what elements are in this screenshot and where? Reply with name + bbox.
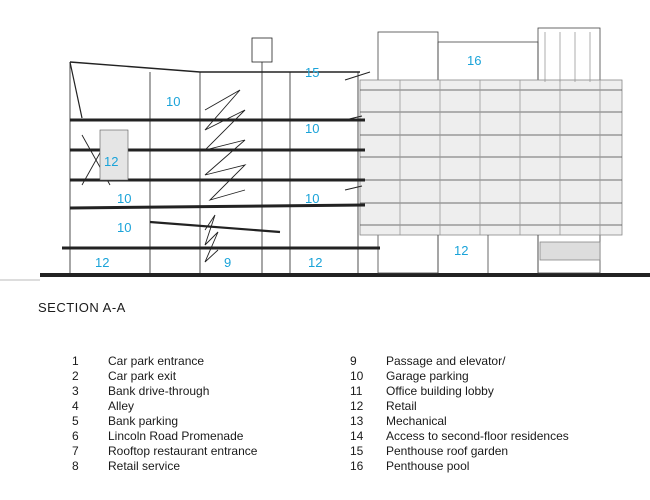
legend-text: Car park entrance [108, 354, 205, 368]
legend-number: 1 [72, 354, 79, 368]
legend-number: 2 [72, 369, 79, 383]
callout-10-upper-left: 10 [166, 94, 180, 109]
legend-number: 12 [350, 399, 364, 413]
legend-number: 9 [350, 354, 357, 368]
legend-text: Retail service [108, 459, 181, 473]
legend-item: 12 Retail [350, 399, 569, 414]
legend-text: Passage and elevator/ [386, 354, 506, 368]
legend-number: 7 [72, 444, 79, 458]
legend-number: 8 [72, 459, 79, 473]
legend-text: Penthouse roof garden [386, 444, 509, 458]
legend-text: Alley [108, 399, 135, 413]
legend-item: 1 Car park entrance [72, 354, 257, 369]
legend-item: 15 Penthouse roof garden [350, 444, 569, 459]
legend-text: Car park exit [108, 369, 177, 383]
legend-number: 3 [72, 384, 79, 398]
legend-item: 14 Access to second-floor residences [350, 429, 569, 444]
callout-12-bottom-left: 12 [95, 255, 109, 270]
callout-10-upper-right: 10 [305, 121, 319, 136]
legend-item: 9 Passage and elevator/ [350, 354, 569, 369]
legend-item: 4 Alley [72, 399, 257, 414]
garage-structure [62, 37, 380, 273]
legend-text: Rooftop restaurant entrance [108, 444, 258, 458]
callout-12-bottom-mid: 12 [308, 255, 322, 270]
callout-9: 9 [224, 255, 231, 270]
legend-number: 16 [350, 459, 364, 473]
legend-item: 16 Penthouse pool [350, 459, 569, 474]
legend-item: 13 Mechanical [350, 414, 569, 429]
legend-item: 7 Rooftop restaurant entrance [72, 444, 257, 459]
callout-10-lower-left: 10 [117, 220, 131, 235]
legend-text: Retail [386, 399, 417, 413]
legend-item: 10 Garage parking [350, 369, 569, 384]
legend-item: 6 Lincoln Road Promenade [72, 429, 257, 444]
callout-12-left: 12 [104, 154, 118, 169]
legend-number: 15 [350, 444, 364, 458]
legend-text: Bank drive-through [108, 384, 210, 398]
office-building [359, 27, 623, 274]
callout-10-mid-left: 10 [117, 191, 131, 206]
legend-number: 5 [72, 414, 79, 428]
callout-labels: 15 16 10 10 12 10 10 10 12 9 12 12 [95, 53, 481, 270]
legend-text: Bank parking [108, 414, 179, 428]
section-drawing: 15 16 10 10 12 10 10 10 12 9 12 12 [0, 27, 650, 281]
legend-text: Mechanical [386, 414, 447, 428]
ground [0, 273, 650, 281]
legend-text: Lincoln Road Promenade [108, 429, 244, 443]
legend-item: 3 Bank drive-through [72, 384, 257, 399]
callout-12-right: 12 [454, 243, 468, 258]
section-title: SECTION A-A [38, 300, 126, 315]
legend-item: 2 Car park exit [72, 369, 257, 384]
legend-text: Office building lobby [386, 384, 494, 398]
callout-16: 16 [467, 53, 481, 68]
legend-number: 11 [350, 384, 363, 398]
legend-number: 14 [350, 429, 364, 443]
legend-number: 10 [350, 369, 364, 383]
legend-text: Penthouse pool [386, 459, 470, 473]
legend-number: 13 [350, 414, 364, 428]
legend-item: 5 Bank parking [72, 414, 257, 429]
legend-text: Garage parking [386, 369, 469, 383]
legend-number: 6 [72, 429, 79, 443]
callout-10-mid-right: 10 [305, 191, 319, 206]
callout-15: 15 [305, 65, 319, 80]
legend-item: 8 Retail service [72, 459, 257, 474]
legend-text: Access to second-floor residences [386, 429, 569, 443]
legend-number: 4 [72, 399, 79, 413]
legend-item: 11 Office building lobby [350, 384, 569, 399]
